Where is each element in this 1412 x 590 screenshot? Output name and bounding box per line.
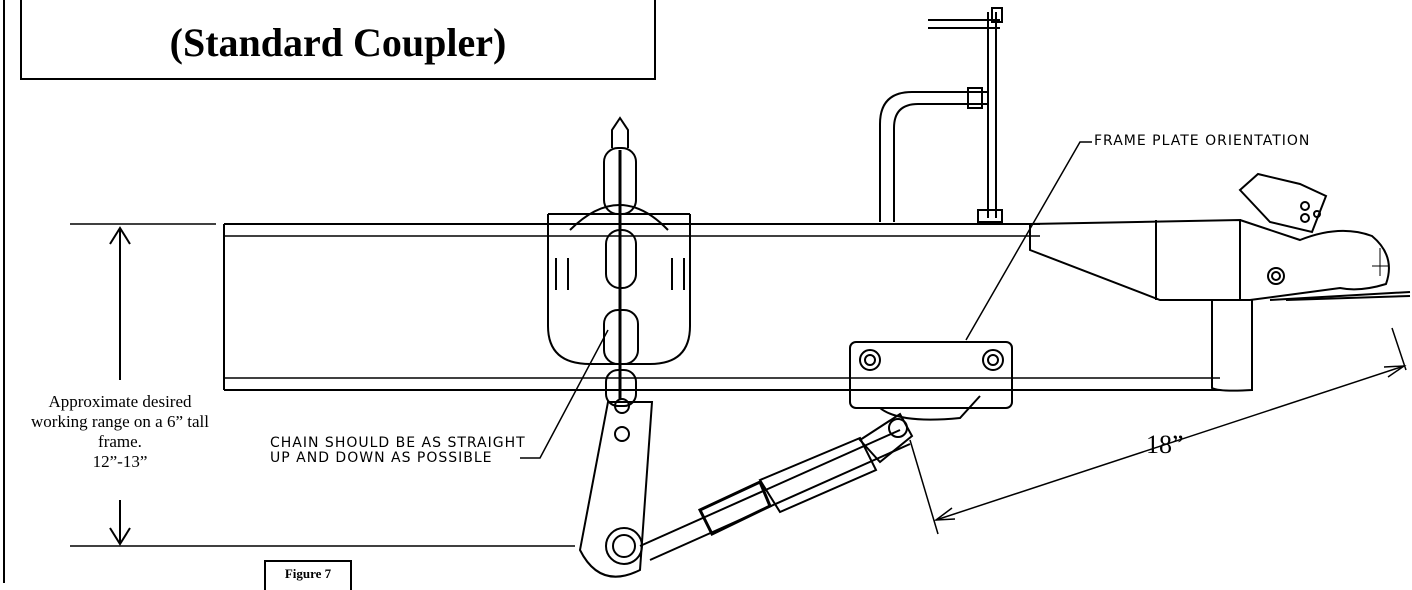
c-clamp [879, 7, 1003, 223]
callout-chain-line1: CHAIN SHOULD BE AS STRAIGHT [270, 435, 526, 451]
diagram-title: (Standard Coupler) [169, 19, 507, 65]
dimension-18 [909, 327, 1407, 535]
range-note-line1: Approximate desired [48, 392, 192, 411]
lever-arm [578, 398, 654, 578]
callout-chain-line2: UP AND DOWN AS POSSIBLE [270, 450, 493, 466]
range-note: Approximate desired working range on a 6… [18, 392, 222, 472]
dimension-label: 18” [1146, 430, 1184, 459]
frame-plate [849, 341, 1013, 421]
leader-frame-plate [965, 141, 1092, 341]
title-box: (Standard Coupler) [20, 0, 656, 80]
chain [603, 116, 639, 407]
coupler-body [1029, 172, 1411, 392]
range-note-line2: working range on a 6” tall [31, 412, 209, 431]
figure-label: Figure 7 [264, 560, 352, 590]
leader-chain [520, 329, 609, 459]
range-arrow-up [109, 226, 131, 380]
callout-frame-plate: FRAME PLATE ORIENTATION [1094, 133, 1311, 149]
turnbuckle [639, 412, 914, 561]
frame-rail [223, 223, 1220, 391]
callout-chain: CHAIN SHOULD BE AS STRAIGHT UP AND DOWN … [270, 436, 526, 466]
range-note-line4: 12”-13” [92, 452, 148, 471]
range-note-line3: frame. [98, 432, 142, 451]
range-arrow-down [109, 500, 131, 546]
